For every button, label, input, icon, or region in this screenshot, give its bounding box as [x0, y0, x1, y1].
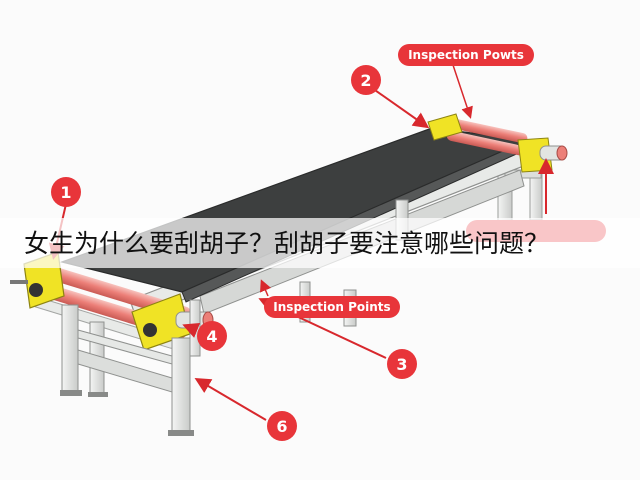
inspection-label-mid: Inspection Points — [264, 296, 400, 318]
inspection-label-top: Inspection Powts — [398, 44, 534, 66]
marker-2-number: 2 — [360, 71, 371, 90]
title-band — [0, 218, 640, 268]
marker-3-number: 3 — [396, 355, 407, 374]
marker-6: 6 — [267, 411, 297, 441]
marker-2: 2 — [351, 65, 381, 95]
marker-4: 4 — [197, 321, 227, 351]
marker-6-number: 6 — [276, 417, 287, 436]
marker-1-number: 1 — [60, 183, 71, 202]
marker-4-number: 4 — [206, 327, 217, 346]
page-title: 女生为什么要刮胡子？刮胡子要注意哪些问题？ — [24, 229, 550, 258]
inspection-label-top-text: Inspection Powts — [408, 48, 524, 62]
near-support-legs — [60, 299, 201, 436]
inspection-label-mid-text: Inspection Points — [273, 300, 390, 314]
marker-1: 1 — [51, 177, 81, 207]
marker-3: 3 — [387, 349, 417, 379]
